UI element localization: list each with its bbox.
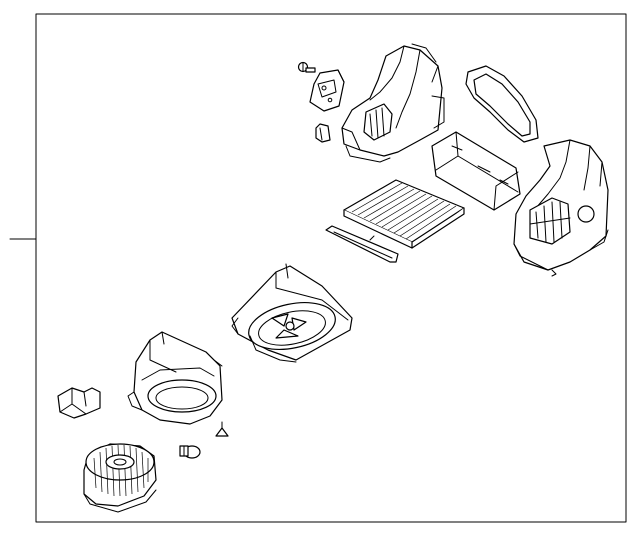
- seal-gasket: [465, 65, 539, 143]
- push-pin-clip: [215, 421, 229, 437]
- filter-cover: [431, 131, 521, 211]
- mounting-bracket: [309, 69, 345, 112]
- clip: [315, 123, 331, 143]
- diagram-frame: [9, 13, 627, 523]
- blower-motor-fan: [83, 443, 157, 513]
- blower-resistor: [57, 387, 101, 419]
- filter-rail: [325, 225, 399, 263]
- intake-door-housing: [341, 43, 445, 163]
- motor-connector: [179, 445, 201, 459]
- grommet-screw: [297, 61, 316, 73]
- blower-case: [231, 263, 353, 363]
- intake-housing-upper: [513, 139, 609, 277]
- scroll-housing: [127, 331, 223, 425]
- cabin-air-filter: [343, 179, 465, 249]
